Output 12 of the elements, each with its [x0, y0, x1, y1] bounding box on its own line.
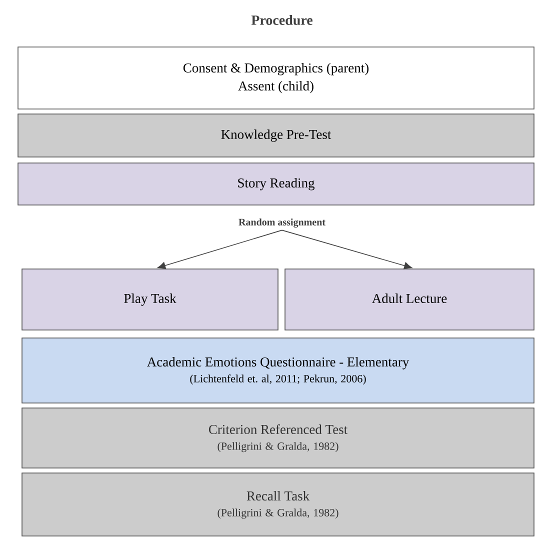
step-box: Academic Emotions Questionnaire - Elementary (Lichtenfeld et. al, 2011; Pekrun, 2006): [22, 338, 534, 404]
arrow: [282, 230, 412, 270]
step-box: Criterion Referenced Test (Pelligrini & Gralda, 1982): [22, 408, 534, 468]
step-box: Knowledge Pre-Test: [18, 114, 534, 158]
step-box: Story Reading: [18, 162, 534, 206]
step-box: Recall Task (Pelligrini & Gralda, 1982): [22, 472, 534, 536]
step-box: Play Task: [22, 268, 278, 330]
step-box: Consent & Demographics (parent) Assent (child): [18, 46, 534, 110]
branch-label: Random assignment: [238, 218, 326, 228]
arrow: [158, 230, 282, 270]
title: Procedure: [251, 15, 312, 25]
step-box: Adult Lecture: [284, 268, 534, 330]
